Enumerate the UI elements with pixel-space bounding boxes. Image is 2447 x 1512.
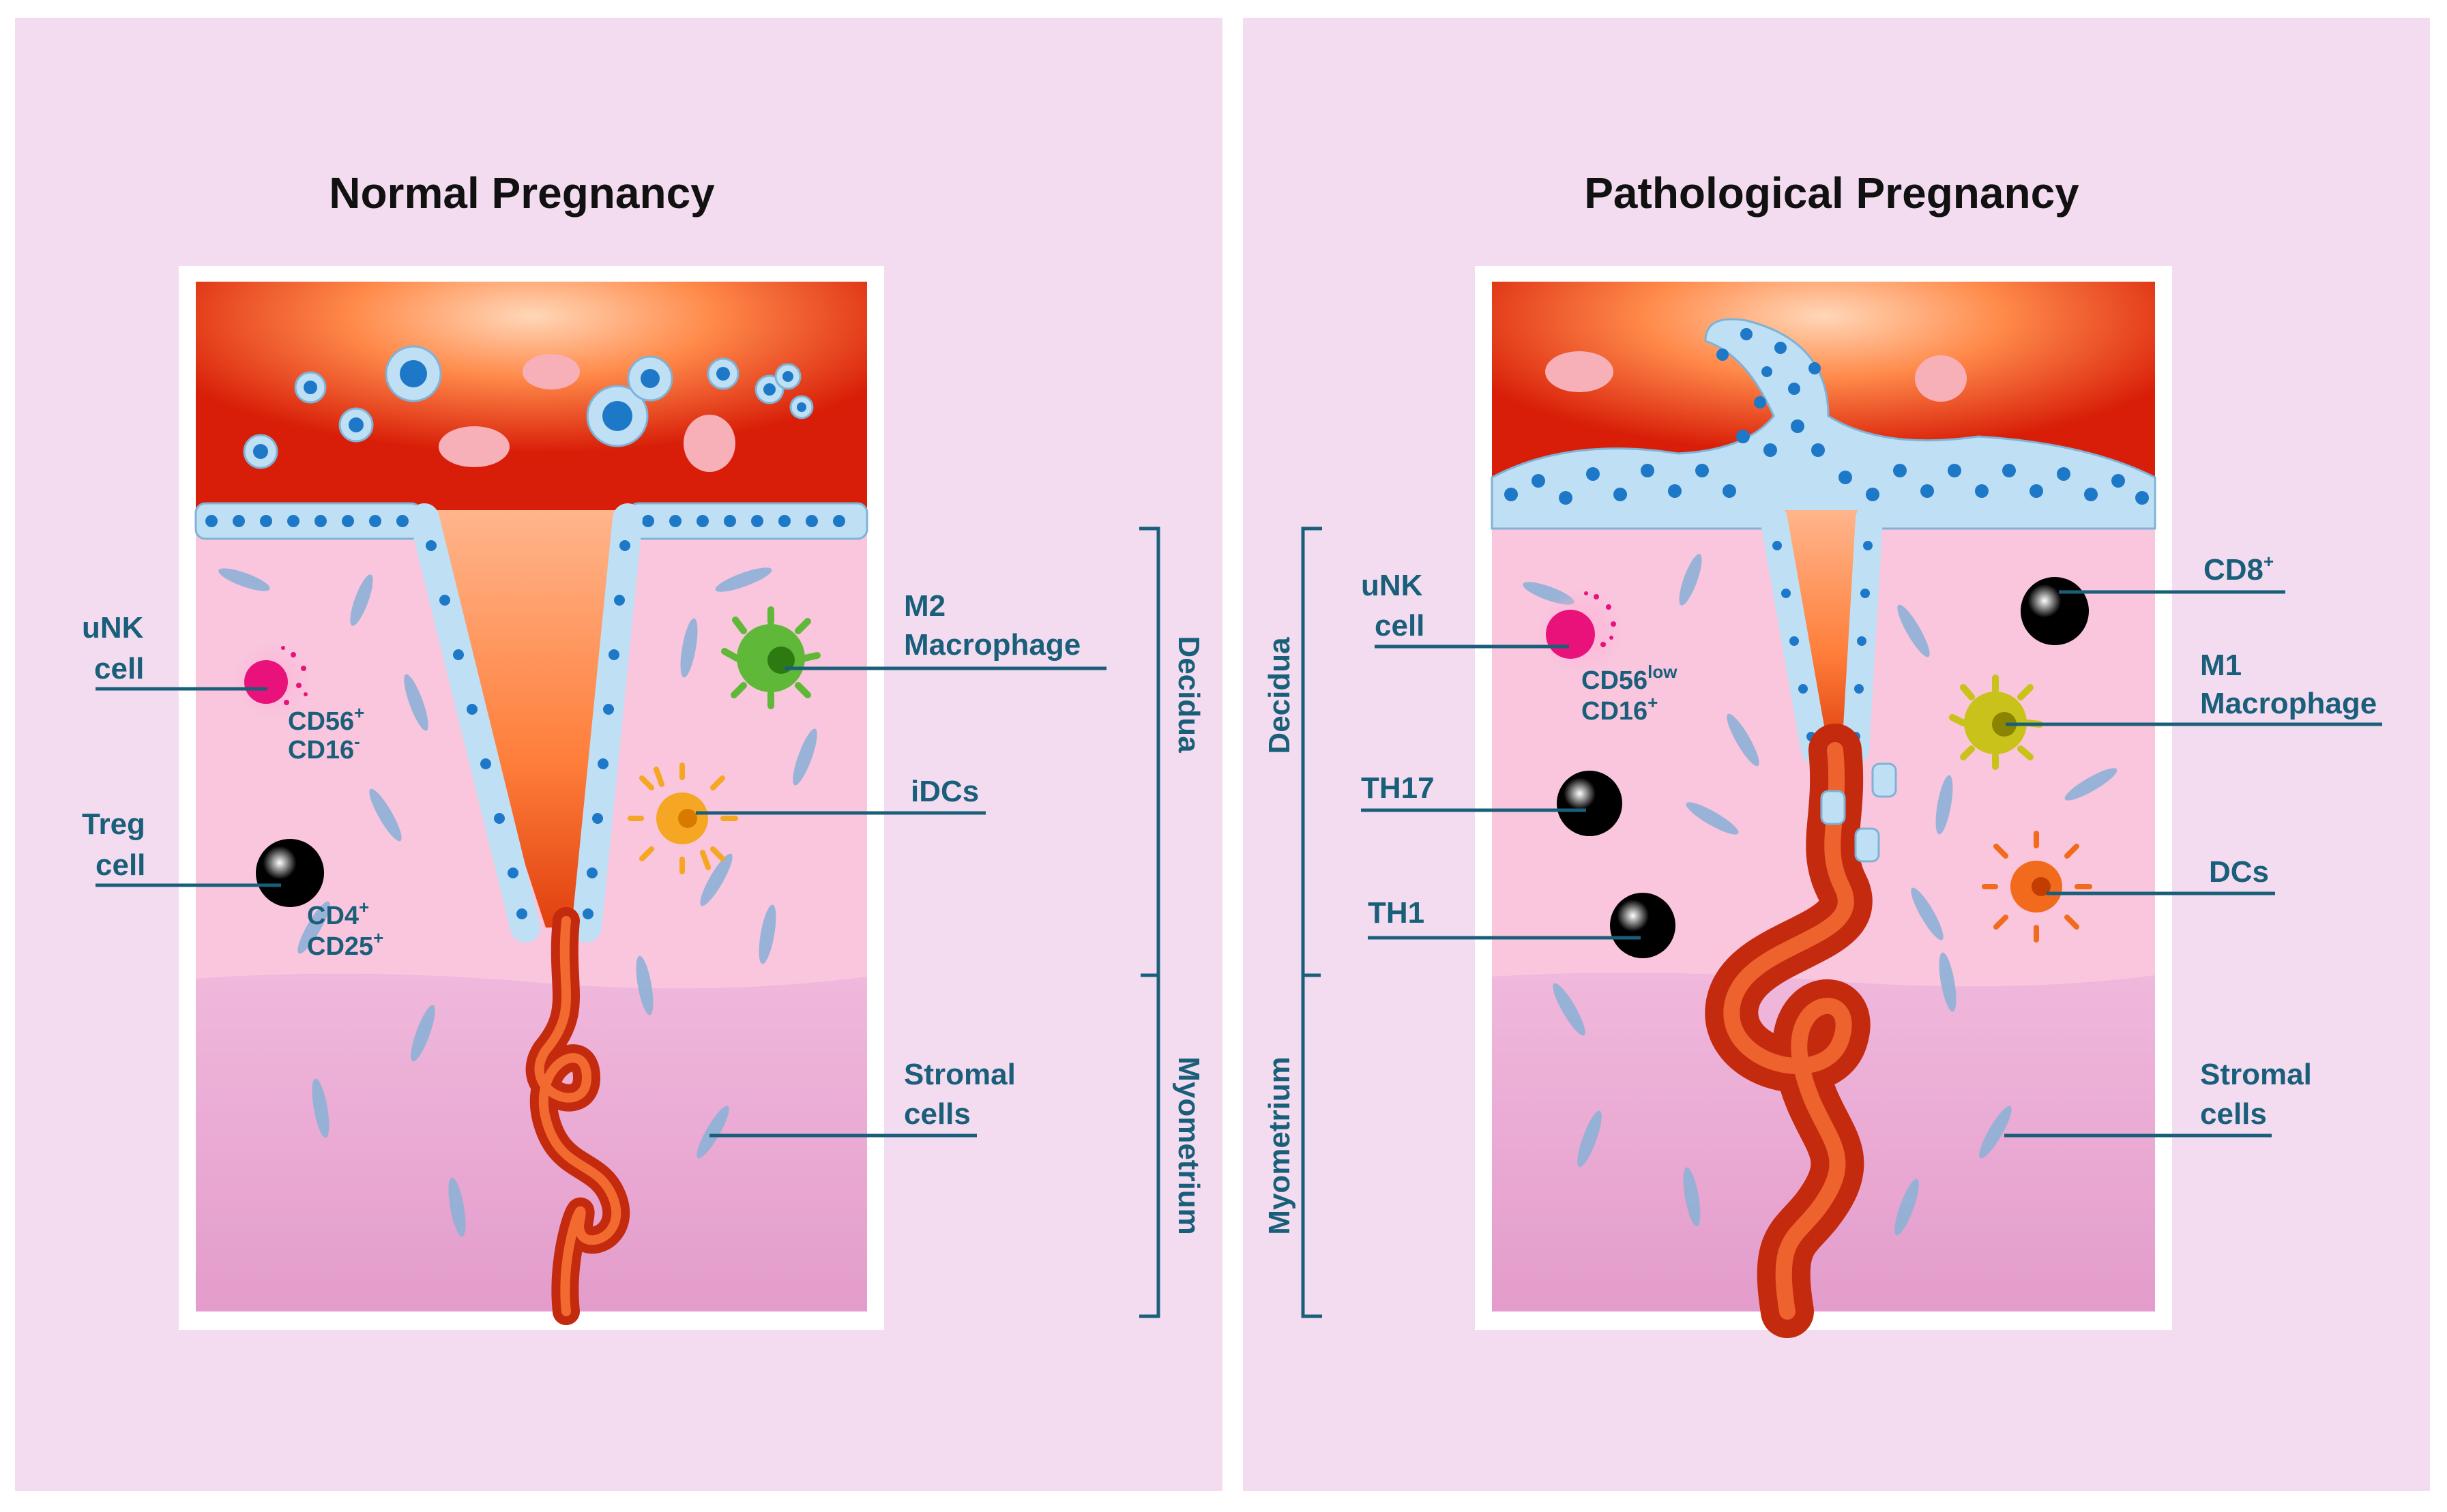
- gland-wall-right: [572, 503, 643, 943]
- stromal-cells-normal: [218, 567, 817, 1237]
- m2-label-1: M2: [904, 589, 946, 623]
- th1-cell: [1610, 893, 1675, 958]
- pathological-pregnancy-title: Pathological Pregnancy: [1584, 168, 2079, 218]
- stromal-label-1-normal: Stromal: [904, 1058, 1016, 1091]
- stromal-label-2-path: cells: [2200, 1097, 2267, 1131]
- unk-marker-cd56: CD56+: [288, 702, 364, 736]
- stromal-label-2-normal: cells: [904, 1097, 971, 1131]
- unk-label-path-2: cell: [1375, 609, 1424, 642]
- decidua-label-path: Decidua: [1263, 637, 1296, 754]
- trophoblast-cells: [243, 345, 814, 472]
- treg-marker-cd25: CD25+: [307, 928, 383, 961]
- dc-cell: [1982, 831, 2092, 943]
- th17-label: TH17: [1361, 771, 1435, 805]
- myometrium-layer: [196, 973, 867, 1311]
- trophoblast-mass: [1491, 318, 2156, 530]
- unk-label-path: uNK: [1361, 569, 1423, 602]
- stromal-label-1-path: Stromal: [2200, 1058, 2312, 1091]
- unk-cell-normal: [234, 643, 309, 718]
- treg-marker-cd4: CD4+: [307, 897, 369, 930]
- treg-label-2: cell: [96, 848, 145, 882]
- epithelial-layer: [194, 502, 868, 540]
- idc-label: iDCs: [911, 775, 979, 808]
- th1-label: TH1: [1368, 896, 1424, 930]
- stromal-cells-path: [1523, 554, 2118, 1236]
- treg-cell-normal: [256, 839, 324, 907]
- decidua-label-normal: Decidua: [1172, 636, 1205, 753]
- m2-label-2: Macrophage: [904, 628, 1081, 662]
- pathological-tissue-diagram: [1475, 266, 2172, 1338]
- idc-cell: [628, 762, 738, 874]
- myometrium-label-path: Myometrium: [1263, 1056, 1296, 1235]
- m1-macrophage: [1949, 675, 2043, 770]
- normal-pregnancy-title: Normal Pregnancy: [329, 168, 715, 218]
- myometrium-label-normal: Myometrium: [1172, 1056, 1205, 1235]
- unk-label-2: cell: [94, 652, 144, 685]
- unk-marker-cd16-path: CD16+: [1581, 692, 1658, 726]
- cd8-cell: [2021, 577, 2089, 645]
- treg-label: Treg: [82, 807, 145, 841]
- th17-cell: [1557, 771, 1622, 836]
- unk-marker-cd16: CD16-: [288, 731, 360, 765]
- gland-wall-left: [409, 503, 540, 943]
- unk-marker-cd56-path: CD56low: [1581, 662, 1677, 695]
- normal-tissue-diagram: [179, 266, 884, 1330]
- unk-cell-path: [1539, 589, 1624, 673]
- layer-bracket-normal: [1139, 527, 1160, 1318]
- layer-bracket-path: [1301, 527, 1322, 1318]
- m1-label-1: M1: [2200, 649, 2242, 682]
- m2-macrophage: [721, 606, 821, 709]
- m1-label-2: Macrophage: [2200, 687, 2377, 720]
- cd8-label: CD8+: [2203, 551, 2274, 587]
- dc-label: DCs: [2209, 855, 2269, 889]
- unk-label: uNK: [82, 611, 144, 644]
